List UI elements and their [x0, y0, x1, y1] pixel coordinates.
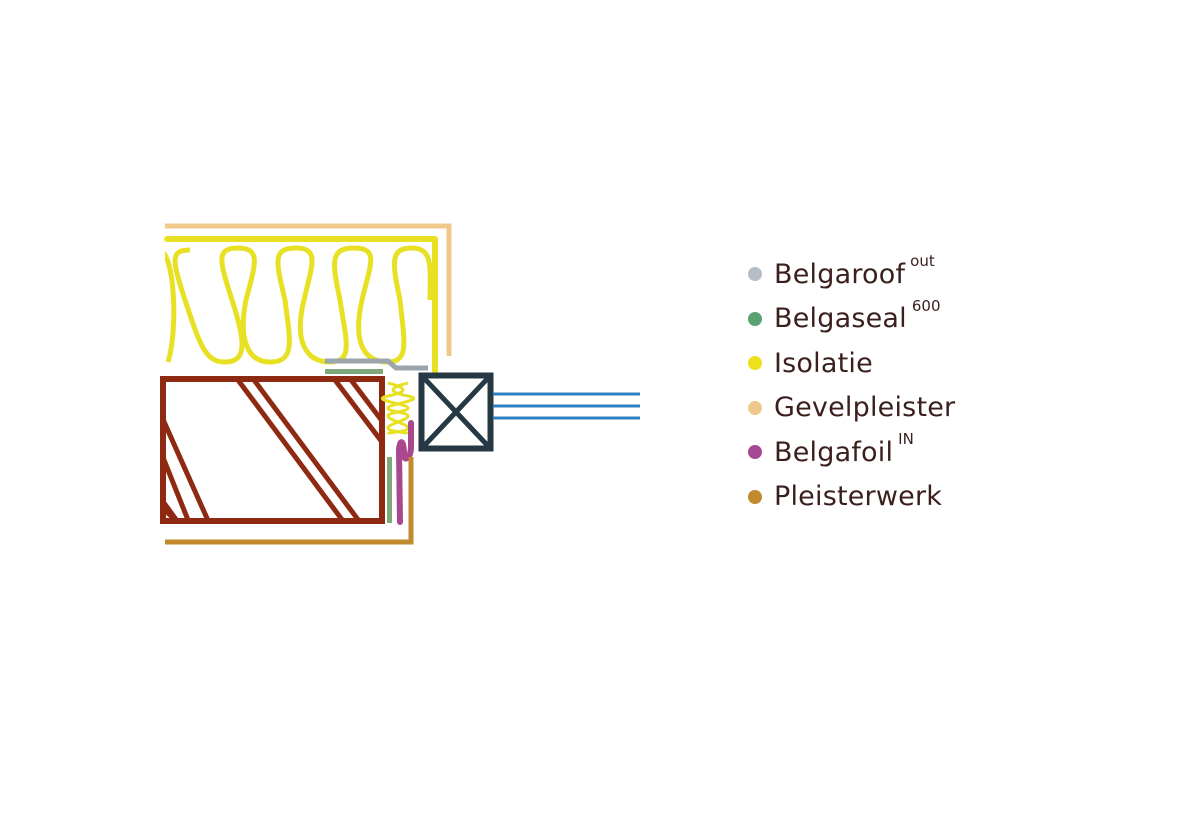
legend-dot-icon	[748, 311, 762, 326]
legend-item-belgafoil: Belgafoil IN	[748, 430, 955, 475]
legend-dot-icon	[748, 400, 762, 415]
legend-item-gevelpleister: Gevelpleister	[748, 386, 955, 431]
brick-hatch	[235, 380, 344, 518]
legend-superscript: IN	[898, 430, 914, 449]
legend: Belgaroof out Belgaseal 600 Isolatie Gev…	[748, 252, 955, 519]
legend-superscript: out	[910, 252, 935, 271]
isolatie-top-line	[164, 236, 438, 375]
legend-item-isolatie: Isolatie	[748, 341, 955, 386]
brick-hatch	[165, 417, 210, 518]
legend-label: Belgaroof	[774, 258, 906, 290]
legend-item-pleisterwerk: Pleisterwerk	[748, 475, 955, 520]
legend-item-belgaseal: Belgaseal 600	[748, 297, 955, 342]
belgafoil-membrane	[395, 420, 414, 525]
brick-hatch-edge	[161, 506, 178, 523]
pleisterwerk-layer	[165, 457, 414, 545]
legend-label: Belgaseal	[774, 303, 907, 335]
brick-hatch	[349, 380, 380, 423]
insulation-wave	[165, 245, 433, 365]
legend-item-belgaroof: Belgaroof out	[748, 252, 955, 297]
brick-hatch	[333, 380, 380, 444]
legend-dot-icon	[748, 445, 762, 460]
legend-dot-icon	[748, 356, 762, 371]
brick-hatching	[165, 380, 380, 518]
legend-label: Pleisterwerk	[774, 481, 943, 513]
legend-dot-icon	[748, 267, 762, 282]
gevelpleister-layer	[165, 223, 452, 356]
legend-superscript: 600	[911, 296, 941, 315]
window-frame-cross	[421, 375, 491, 449]
insulation-waves	[165, 245, 433, 365]
brick-hatch	[165, 455, 190, 518]
legend-dot-icon	[748, 489, 762, 504]
belgaroof-membrane	[325, 358, 428, 371]
window-frame	[418, 372, 494, 452]
insulation-coil	[380, 381, 416, 436]
brick-outline	[160, 376, 385, 524]
legend-label: Belgafoil	[774, 436, 894, 468]
brick-hatch	[251, 380, 360, 518]
legend-label: Isolatie	[774, 347, 873, 379]
legend-label: Gevelpleister	[774, 392, 956, 424]
